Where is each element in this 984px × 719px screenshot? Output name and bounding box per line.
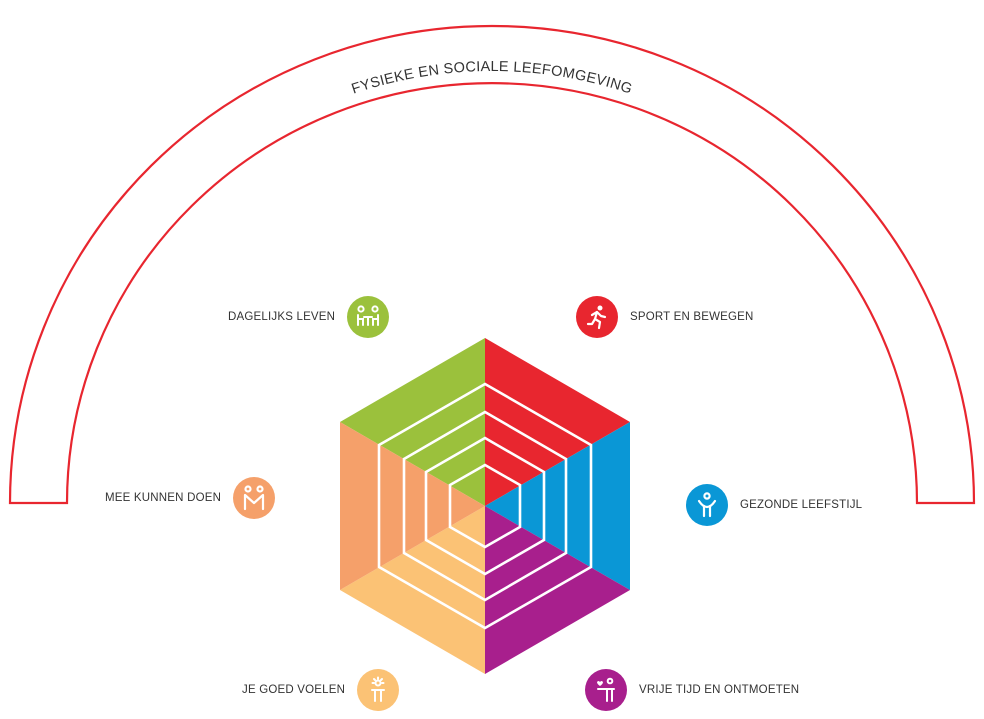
domain-vrije-tijd-en-ontmoeten: VRIJE TIJD EN ONTMOETEN — [585, 669, 799, 711]
ring-1 — [448, 463, 522, 549]
people-with-sun-icon — [357, 669, 400, 711]
domain-mee-kunnen-doen: MEE KUNNEN DOEN — [105, 477, 276, 519]
running-person-icon — [576, 296, 618, 338]
hexagon-model — [340, 338, 630, 674]
segment-je-goed-voelen — [340, 506, 485, 674]
table-with-people-icon — [347, 296, 390, 338]
segment-sport-en-bewegen — [485, 338, 630, 506]
environment-label: FYSIEKE EN SOCIALE LEEFOMGEVING — [350, 59, 635, 98]
ring-3 — [402, 410, 568, 602]
ring-2 — [424, 436, 546, 576]
domain-label: VRIJE TIJD EN ONTMOETEN — [639, 684, 800, 696]
segment-dagelijks-leven — [340, 338, 485, 506]
domain-label: DAGELIJKS LEVEN — [228, 311, 336, 323]
person-arms-up-icon — [686, 484, 728, 526]
domain-dagelijks-leven: DAGELIJKS LEVEN — [228, 296, 390, 338]
domain-label: GEZONDE LEEFSTIJL — [740, 499, 863, 511]
domain-sport-en-bewegen: SPORT EN BEWEGEN — [576, 296, 754, 338]
domain-label: MEE KUNNEN DOEN — [105, 492, 222, 504]
domain-je-goed-voelen: JE GOED VOELEN — [242, 669, 400, 711]
domain-label: SPORT EN BEWEGEN — [630, 311, 754, 323]
domain-gezonde-leefstijl: GEZONDE LEEFSTIJL — [686, 484, 862, 526]
ring-4 — [377, 382, 593, 630]
segment-gezonde-leefstijl — [485, 422, 630, 590]
domain-label: JE GOED VOELEN — [242, 684, 346, 696]
two-people-icon — [233, 477, 276, 519]
hexagon-rings — [377, 382, 593, 630]
segment-mee-kunnen-doen — [340, 422, 485, 590]
segment-vrije-tijd — [485, 506, 630, 674]
environment-arch — [8, 24, 976, 505]
people-with-heart-icon — [585, 669, 627, 711]
